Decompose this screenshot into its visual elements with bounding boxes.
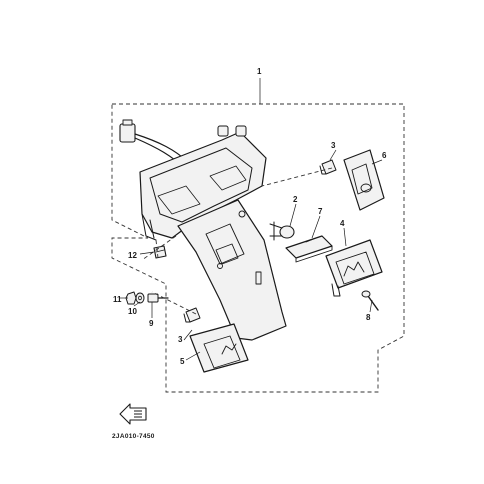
callout-5: 5 bbox=[180, 357, 185, 366]
callout-7: 7 bbox=[318, 207, 323, 216]
bulb-upper-part bbox=[319, 159, 337, 175]
screw-part bbox=[361, 290, 379, 311]
grommet-part bbox=[153, 245, 167, 259]
reflector-part bbox=[285, 235, 333, 263]
callout-6: 6 bbox=[382, 151, 387, 160]
license-bracket bbox=[177, 199, 287, 341]
callout-11: 11 bbox=[113, 295, 122, 304]
callout-10: 10 bbox=[128, 307, 137, 316]
callout-3-lower: 3 bbox=[178, 335, 183, 344]
lamp-housing bbox=[139, 125, 267, 241]
washer-part bbox=[135, 292, 145, 304]
callout-3-upper: 3 bbox=[331, 141, 336, 150]
callout-4: 4 bbox=[340, 219, 345, 228]
callout-9: 9 bbox=[149, 319, 154, 328]
bulb-socket-part bbox=[269, 221, 295, 241]
callout-2: 2 bbox=[293, 195, 298, 204]
alignment-lines bbox=[141, 167, 333, 315]
assembly-boundary bbox=[111, 103, 405, 393]
front-arrow-icon bbox=[119, 403, 147, 425]
bolt-part bbox=[147, 293, 169, 303]
lens-lower-part bbox=[189, 323, 249, 373]
lens-upper-part bbox=[343, 149, 385, 211]
figure-code: 2JA010-7450 bbox=[112, 433, 155, 440]
bulb-lower-part bbox=[183, 307, 201, 323]
callout-12: 12 bbox=[128, 251, 137, 260]
callout-1: 1 bbox=[257, 67, 262, 76]
leader-lines bbox=[120, 78, 383, 361]
callout-8: 8 bbox=[366, 313, 371, 322]
lens-housing-right-part bbox=[325, 239, 383, 297]
